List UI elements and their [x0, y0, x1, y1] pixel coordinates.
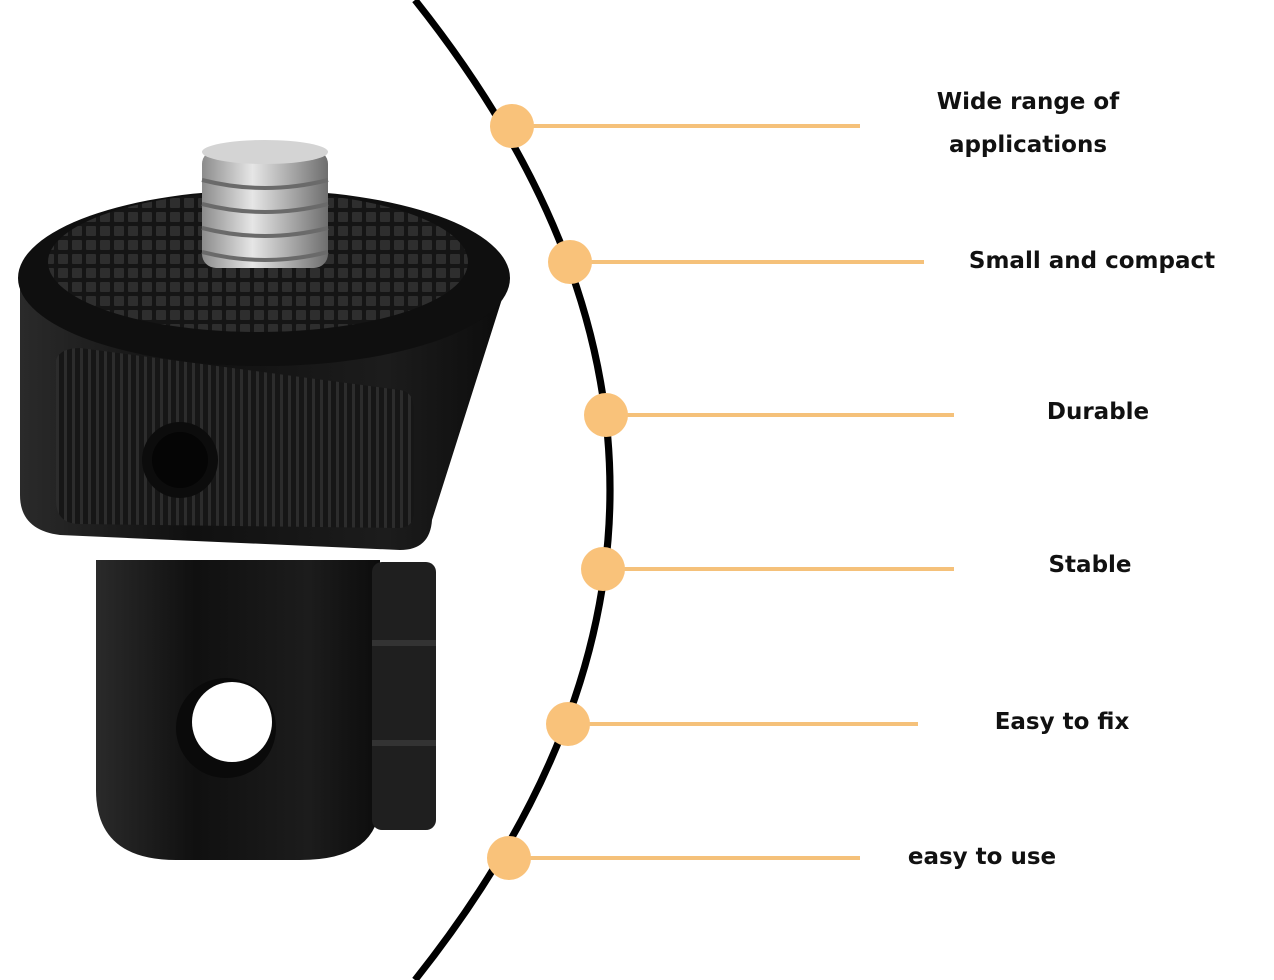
markers: [487, 104, 628, 880]
marker-dot: [581, 547, 625, 591]
marker-dot: [584, 393, 628, 437]
marker-dot: [487, 836, 531, 880]
screw-icon: [201, 140, 329, 268]
feature-label-compact: Small and compact: [968, 248, 1216, 274]
thumb-wheel: [56, 348, 414, 528]
connector-lines: [509, 124, 954, 860]
feature-label-durable: Durable: [1046, 399, 1150, 425]
feature-label-applications: Wide range of applications: [936, 89, 1120, 158]
feature-label-easy-to-fix: Easy to fix: [994, 709, 1130, 735]
camera-mount-adapter-icon: [18, 140, 510, 860]
marker-dot: [548, 240, 592, 284]
feature-label-easy-to-use: easy to use: [907, 844, 1057, 870]
marker-dot: [546, 702, 590, 746]
marker-dot: [490, 104, 534, 148]
feature-label-stable: Stable: [1048, 552, 1132, 578]
